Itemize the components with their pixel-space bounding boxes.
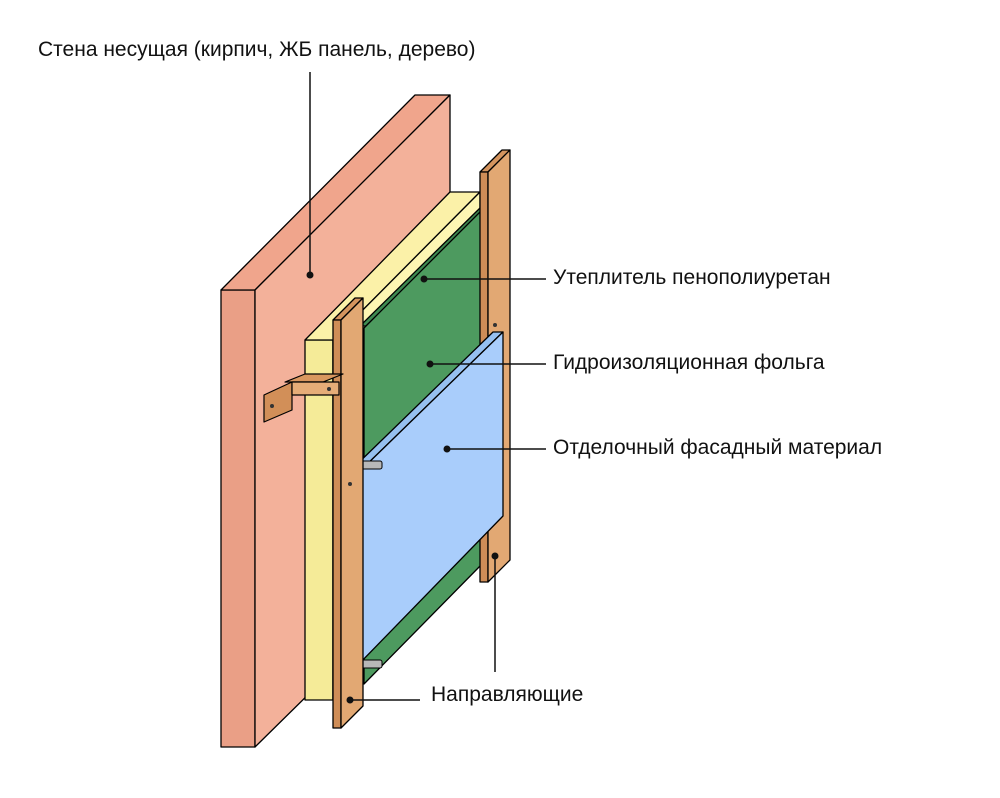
guide-left-front-face bbox=[340, 297, 364, 729]
label-guide-rails: Направляющие bbox=[431, 683, 584, 706]
bracket-arm-front bbox=[291, 381, 340, 396]
leader-guides-dot-right bbox=[491, 552, 499, 560]
label-waterproofing-foil: Гидроизоляционная фольга bbox=[553, 351, 825, 374]
bracket-plate bbox=[263, 381, 293, 423]
mounting-bracket bbox=[263, 373, 344, 423]
label-load-bearing-wall: Стена несущая (кирпич, ЖБ панель, дерево… bbox=[38, 38, 476, 61]
guide-rail-left bbox=[332, 297, 364, 729]
bracket-screw-2 bbox=[327, 387, 331, 391]
guide-right-screw-top bbox=[493, 323, 497, 327]
leader-wall-dot bbox=[306, 271, 314, 279]
leader-insulation-dot bbox=[420, 275, 428, 283]
bracket-screw-1 bbox=[270, 404, 274, 408]
leader-foil-dot bbox=[426, 360, 434, 368]
guide-left-side-face bbox=[332, 319, 342, 729]
leader-lines bbox=[306, 72, 546, 704]
leader-facade-dot bbox=[443, 445, 451, 453]
leader-guides-dot-left bbox=[346, 696, 354, 704]
guide-left-screw-top bbox=[348, 482, 352, 486]
label-insulation: Утеплитель пенополиуретан bbox=[553, 266, 831, 289]
wall-side-face bbox=[220, 289, 256, 748]
label-facade-material: Отделочный фасадный материал bbox=[553, 436, 883, 459]
